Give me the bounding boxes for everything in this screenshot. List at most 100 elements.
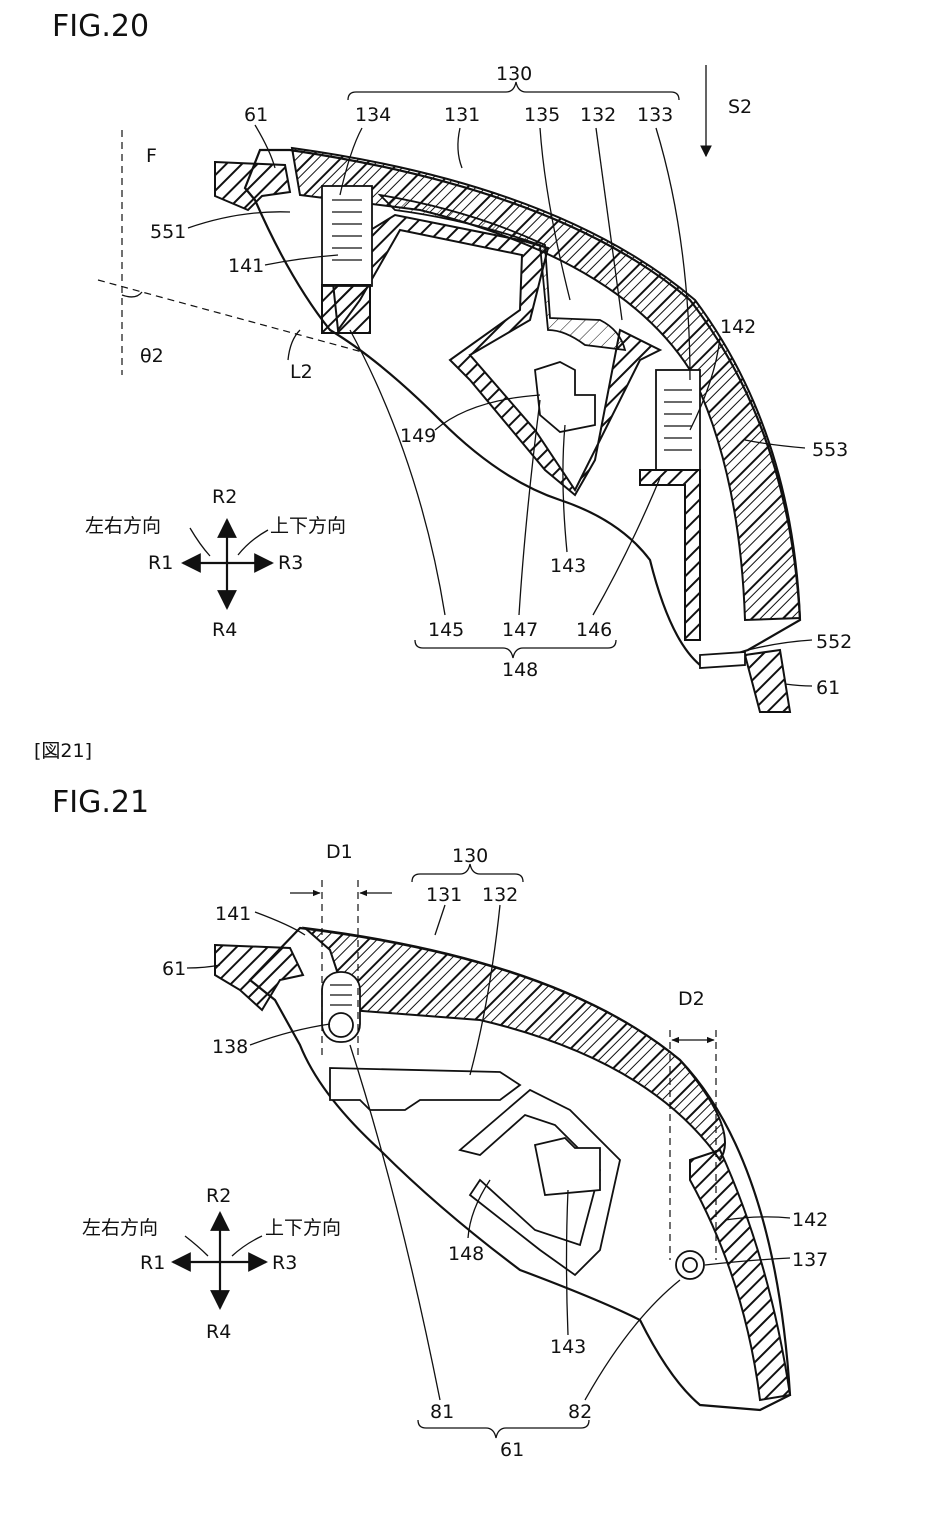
- fig20-spring-base-145: [321, 284, 371, 334]
- fig20-leader-61-right: [784, 683, 813, 687]
- fig21-label-143: 143: [550, 1336, 586, 1358]
- fig20-angle-arc: [121, 291, 143, 298]
- fig20-clip-61-left: [214, 160, 292, 212]
- fig20-label-f: F: [146, 145, 157, 167]
- fig20-label-147: 147: [502, 619, 538, 641]
- fig20-label-131: 131: [444, 104, 480, 126]
- fig21-leader-137: [704, 1257, 791, 1266]
- fig20-spring-base-146: [639, 469, 701, 641]
- fig20-leader-ud: [237, 529, 269, 556]
- fig21-leader-148: [467, 1179, 491, 1239]
- fig20-leader-134: [339, 127, 363, 196]
- fig20-leader-146: [592, 477, 661, 616]
- fig20-leader-141: [264, 254, 339, 266]
- fig21-label-61-left: 61: [162, 958, 186, 980]
- fig20-label-135: 135: [524, 104, 560, 126]
- fig21-leader-81: [349, 1044, 441, 1401]
- fig20-leader-lr: [189, 527, 211, 557]
- fig21-leader-132: [469, 904, 501, 1076]
- fig21-bracket-148: [458, 1088, 621, 1277]
- fig21-label-82: 82: [568, 1401, 592, 1423]
- fig21-axis-lr: 左右方向: [82, 1217, 158, 1239]
- fig20-label-s2: S2: [728, 96, 752, 118]
- fig20-leader-133: [655, 127, 691, 381]
- fig21-axis-r2: R2: [206, 1185, 231, 1207]
- fig20-label-551: 551: [150, 221, 186, 243]
- fig21-axis-ud: 上下方向: [265, 1217, 341, 1239]
- fig20-leader-553: [744, 439, 806, 449]
- fig21-label-142: 142: [792, 1209, 828, 1231]
- fig20-axis-r1: R1: [148, 552, 173, 574]
- fig20-label-61-bottom: 61: [816, 677, 840, 699]
- fig21-axis-r3: R3: [272, 1252, 297, 1274]
- fig20-spring-142: [664, 389, 692, 451]
- fig21-label-131: 131: [426, 884, 462, 906]
- fig20-label-552: 552: [816, 631, 852, 653]
- fig21-title: FIG.21: [52, 785, 149, 820]
- fig21-label-81: 81: [430, 1401, 454, 1423]
- fig20-label-l2: L2: [290, 361, 313, 383]
- fig20-label-134: 134: [355, 104, 391, 126]
- fig21-leader-ud: [231, 1235, 263, 1257]
- fig21-resin-strip-142: [689, 1148, 792, 1402]
- fig20-label-133: 133: [637, 104, 673, 126]
- figure-20: FIG.20: [52, 9, 852, 713]
- fig20-label-143: 143: [550, 555, 586, 577]
- fig20-spring-141: [332, 199, 362, 261]
- fig20-axis-r3: R3: [278, 552, 303, 574]
- fig21-axis-r4: R4: [206, 1321, 231, 1343]
- fig21-sensor-143: [533, 1137, 601, 1196]
- fig21-leader-lr: [184, 1235, 209, 1257]
- fig20-label-149: 149: [400, 425, 436, 447]
- fig20-label-141: 141: [228, 255, 264, 277]
- fig20-axis-r2: R2: [212, 486, 237, 508]
- fig21-plate-132: [329, 1067, 522, 1111]
- fig21-brace-130: [411, 863, 524, 883]
- fig20-leader-61-left: [254, 124, 276, 169]
- fig21-leader-61: [186, 964, 221, 969]
- fig20-label-130: 130: [496, 63, 532, 85]
- section-tag-fig21: [図21]: [34, 740, 92, 762]
- fig20-leader-145: [349, 329, 446, 616]
- fig21-label-d1: D1: [326, 841, 353, 863]
- fig20-label-553: 553: [812, 439, 848, 461]
- fig20-label-148: 148: [502, 659, 538, 681]
- fig21-brace-61: [417, 1419, 590, 1439]
- fig21-pivot-138: [328, 1012, 354, 1038]
- fig21-label-61-bottom: 61: [500, 1439, 524, 1461]
- fig21-leader-141: [254, 911, 306, 936]
- fig20-axis-r4: R4: [212, 619, 237, 641]
- fig21-leader-143: [565, 1189, 569, 1336]
- fig21-label-141: 141: [215, 903, 251, 925]
- fig21-spring-141: [330, 984, 352, 1006]
- fig21-label-148: 148: [448, 1243, 484, 1265]
- fig21-label-d2: D2: [678, 988, 705, 1010]
- fig20-leader-142: [689, 337, 721, 431]
- fig20-leader-143: [562, 424, 568, 553]
- fig21-leader-131: [434, 904, 446, 936]
- fig20-leader-131: [457, 127, 463, 169]
- fig20-label-145: 145: [428, 619, 464, 641]
- fig21-label-132: 132: [482, 884, 518, 906]
- fig21-cover-131: [301, 926, 726, 1162]
- fig20-label-61-top: 61: [244, 104, 268, 126]
- fig20-clip-61-right: [743, 648, 792, 713]
- fig21-label-137: 137: [792, 1249, 828, 1271]
- fig20-sensor-143: [534, 361, 596, 433]
- fig20-brace-148: [414, 639, 617, 659]
- fig20-leader-149: [434, 394, 541, 431]
- fig20-axis-ud: 上下方向: [270, 515, 346, 537]
- figure-21: FIG.21: [52, 785, 828, 1461]
- fig20-axis-lr: 左右方向: [85, 515, 161, 537]
- fig20-leader-147: [518, 399, 541, 616]
- fig21-axis-r1: R1: [140, 1252, 165, 1274]
- fig21-leader-82: [584, 1279, 681, 1401]
- fig20-title: FIG.20: [52, 9, 149, 44]
- fig21-leader-138: [249, 1023, 331, 1046]
- fig20-leader-132: [595, 127, 623, 321]
- fig21-label-138: 138: [212, 1036, 248, 1058]
- fig20-leader-551: [187, 211, 291, 229]
- fig20-label-132: 132: [580, 104, 616, 126]
